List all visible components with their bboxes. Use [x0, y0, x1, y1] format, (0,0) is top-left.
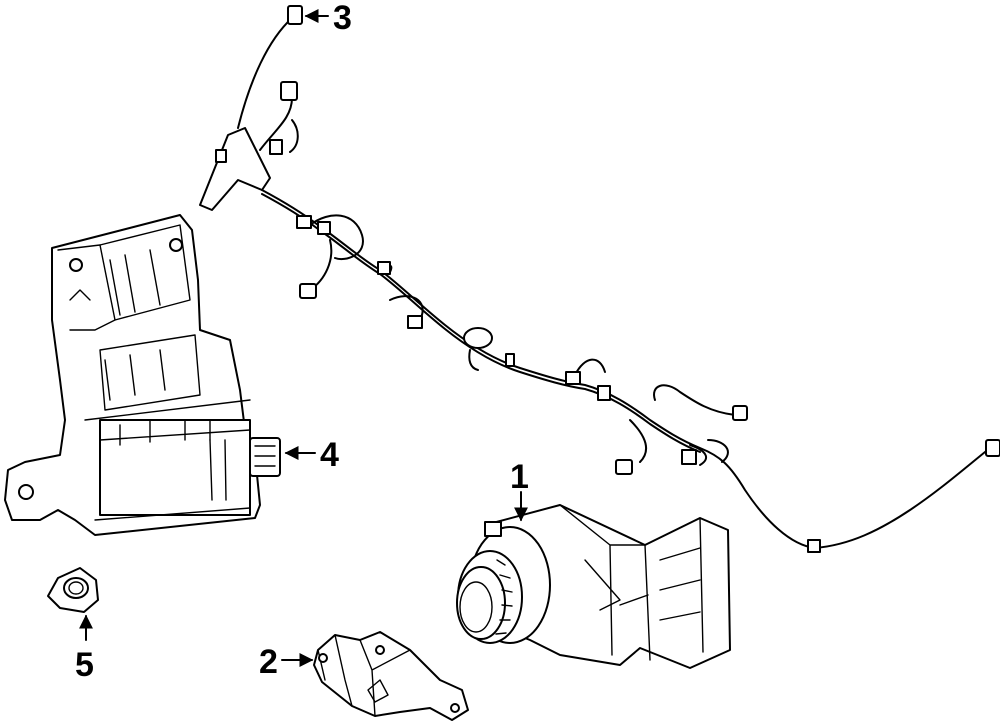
wiring-harness: [199, 5, 1000, 553]
callout-3: 3: [333, 0, 352, 37]
hex-nut: [47, 567, 99, 613]
callout-5: 5: [75, 646, 94, 684]
sensor-retainer: [313, 631, 469, 721]
mounting-bracket-with-module: [4, 214, 281, 536]
callout-4: 4: [320, 436, 339, 474]
park-assist-sensor: [456, 504, 731, 669]
callout-1: 1: [510, 458, 529, 496]
callout-2: 2: [259, 643, 278, 681]
